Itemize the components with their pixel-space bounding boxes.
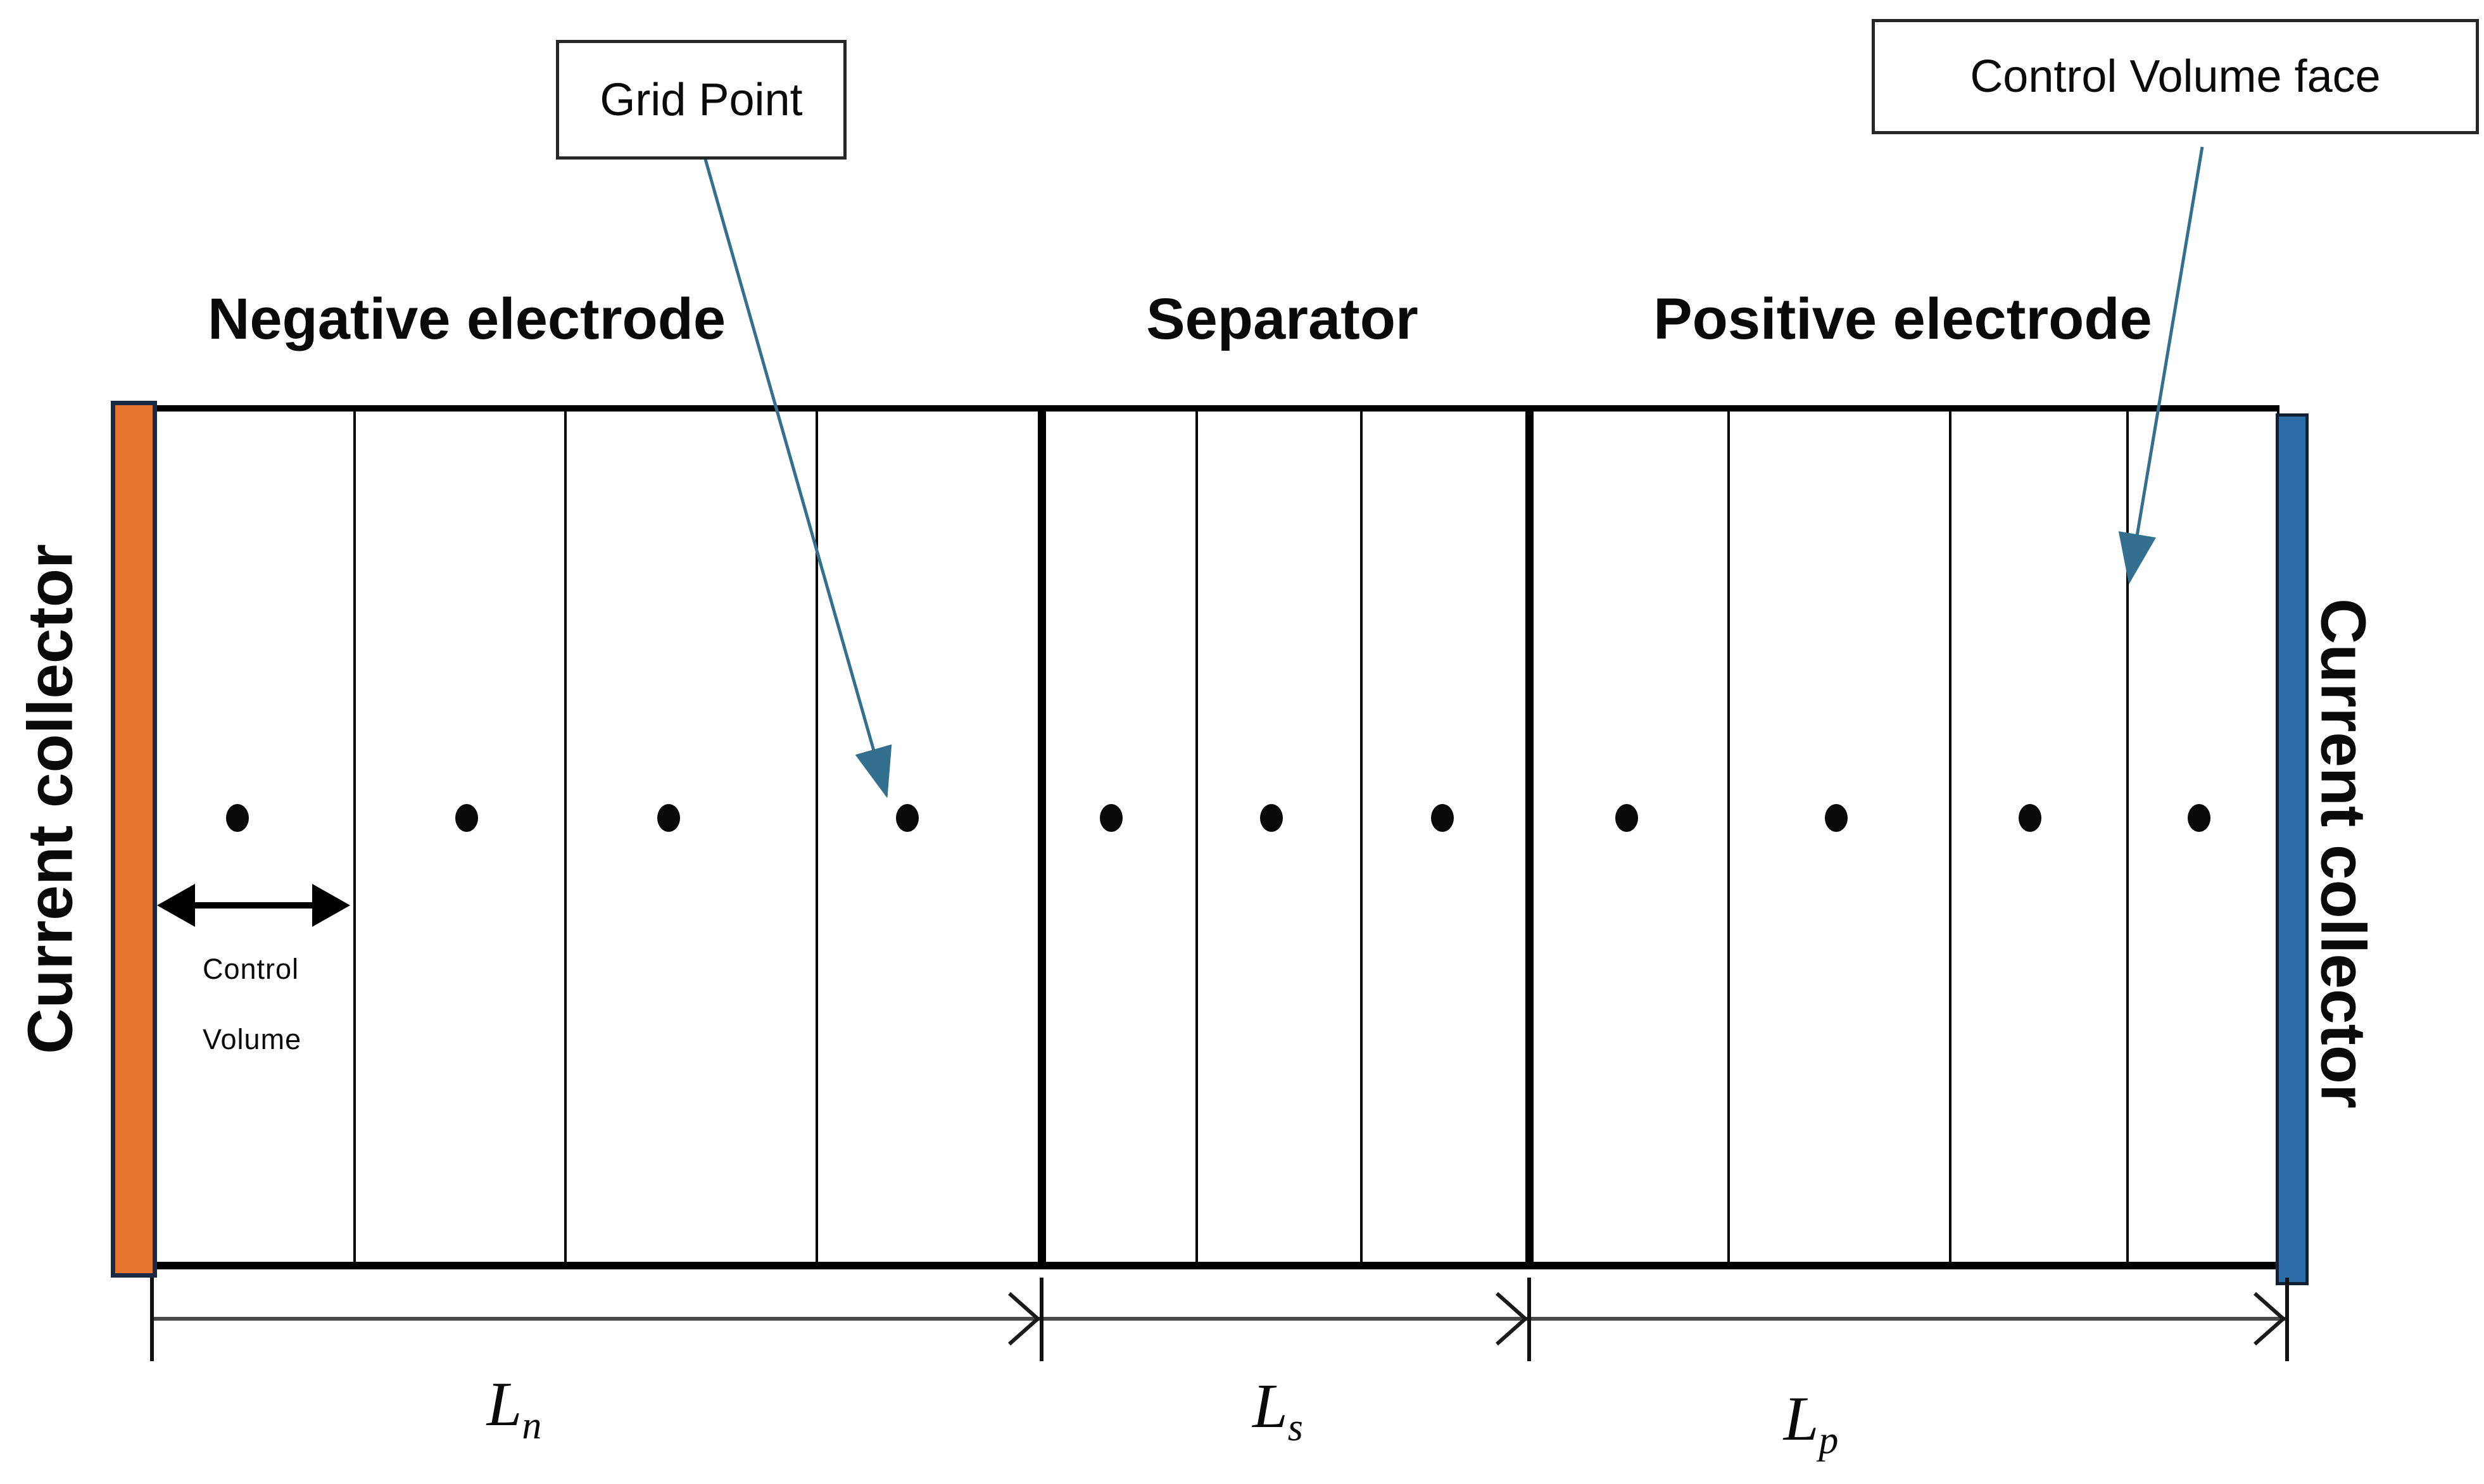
length-dimension-line (150, 1278, 2289, 1361)
cell-domain-box (152, 405, 2279, 1269)
control-volume-label-line1: Control (203, 953, 299, 985)
control-volume-face-line (816, 406, 818, 1269)
region-boundary-line (1525, 406, 1534, 1269)
grid-point-dot (1431, 804, 1454, 832)
dimension-arrowhead-ls (1496, 1292, 1529, 1346)
length-label-negative: Ln (486, 1369, 542, 1447)
control-volume-face-line (564, 406, 567, 1269)
region-boundary-line (1038, 406, 1046, 1269)
positive-current-collector-bar (2276, 413, 2309, 1285)
dimension-arrowhead-lp (2254, 1292, 2286, 1346)
negative-current-collector-label: Current collector (15, 544, 86, 1054)
negative-electrode-header: Negative electrode (207, 287, 726, 351)
control-volume-face-callout: Control Volume face (1872, 19, 2479, 134)
dimension-arrowhead-ln (1008, 1292, 1041, 1346)
grid-point-callout-label: Grid Point (600, 74, 803, 125)
grid-point-callout: Grid Point (556, 40, 847, 160)
control-volume-face-line (1195, 406, 1198, 1269)
grid-point-dot (657, 804, 680, 832)
grid-point-dot (1100, 804, 1123, 832)
positive-current-collector-label: Current collector (2307, 598, 2379, 1109)
negative-current-collector-bar (111, 401, 157, 1278)
grid-point-dot (1260, 804, 1283, 832)
grid-point-dot (455, 804, 478, 832)
control-volume-face-line (1949, 406, 1951, 1269)
control-volume-face-line (1727, 406, 1730, 1269)
separator-header: Separator (1146, 287, 1418, 351)
control-volume-face-line (1360, 406, 1363, 1269)
grid-point-dot (2188, 804, 2210, 832)
length-label-positive: Lp (1783, 1383, 1839, 1462)
grid-point-dot (1825, 804, 1848, 832)
length-label-separator: Ls (1252, 1371, 1303, 1449)
control-volume-face-line (353, 406, 356, 1269)
grid-point-dot (226, 804, 249, 832)
control-volume-face-callout-label: Control Volume face (1970, 51, 2381, 102)
grid-point-dot (896, 804, 919, 832)
control-volume-face-line (2126, 406, 2129, 1269)
grid-point-dot (1615, 804, 1638, 832)
grid-point-dot (2019, 804, 2041, 832)
positive-electrode-header: Positive electrode (1653, 287, 2152, 351)
control-volume-label-line2: Volume (203, 1023, 302, 1055)
